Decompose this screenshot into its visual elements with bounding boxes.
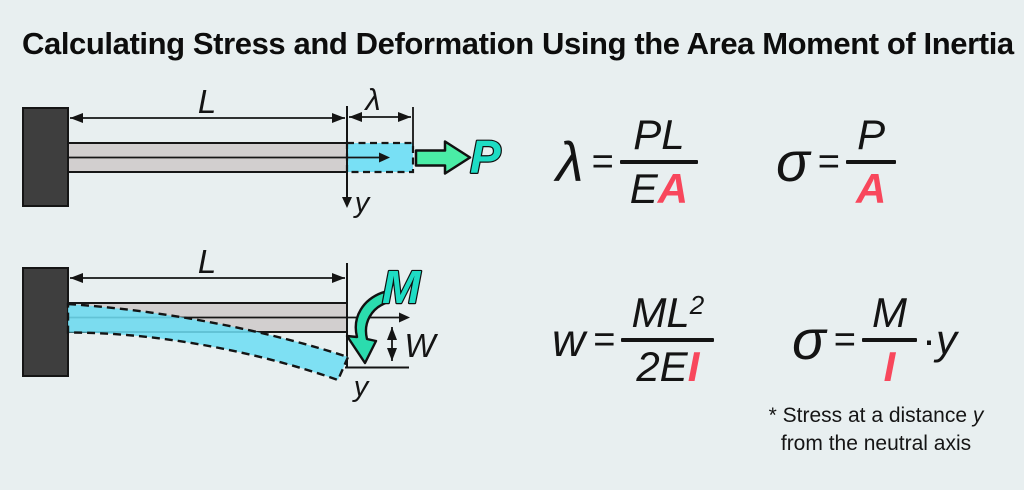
formula-axial-stress: σ = P A bbox=[776, 102, 897, 222]
inertia-highlight: I bbox=[687, 343, 700, 390]
neutral-axis-arrowhead bbox=[379, 152, 390, 163]
numerator: P bbox=[857, 110, 886, 158]
fraction-bar bbox=[621, 338, 715, 342]
footnote-line-2: from the neutral axis bbox=[780, 431, 972, 455]
deflection-label: W bbox=[404, 327, 438, 364]
numerator: ML2 bbox=[631, 288, 705, 336]
footnote: * Stress at a distance y from the neutra… bbox=[748, 402, 1004, 458]
length-label: L bbox=[198, 83, 216, 120]
page-title: Calculating Stress and Deformation Using… bbox=[22, 26, 1014, 61]
y-axis-label: y bbox=[353, 187, 371, 219]
footnote-line-1: * Stress at a distance y bbox=[768, 404, 984, 427]
equals-sign: = bbox=[591, 141, 614, 183]
axial-beam-diagram: L λ y P bbox=[22, 82, 502, 219]
equals-sign: = bbox=[833, 319, 856, 361]
neutral-axis-arrowhead bbox=[399, 312, 410, 323]
elongation-label: λ bbox=[363, 82, 380, 117]
moment-label: M bbox=[382, 261, 422, 313]
footnote-y-var: y bbox=[972, 404, 984, 427]
length-label: L bbox=[198, 243, 216, 280]
force-label: P bbox=[470, 131, 501, 183]
inertia-highlight: I bbox=[883, 343, 896, 390]
fraction-bar bbox=[845, 160, 897, 164]
fraction: P A bbox=[845, 110, 897, 212]
area-highlight: A bbox=[657, 165, 689, 212]
y-axis-label: y bbox=[352, 371, 370, 403]
lambda-symbol: λ bbox=[556, 130, 584, 193]
fixed-wall bbox=[22, 267, 69, 377]
numerator: M bbox=[871, 288, 907, 336]
fraction: ML2 2EI bbox=[621, 288, 715, 390]
formula-elongation: λ = PL EA bbox=[556, 102, 699, 222]
denominator: 2EI bbox=[636, 343, 700, 390]
area-highlight: A bbox=[855, 165, 887, 212]
bending-beam-diagram: L M W y bbox=[22, 243, 438, 403]
fixed-wall bbox=[22, 107, 69, 207]
fraction-bar bbox=[861, 338, 917, 342]
w-symbol: w bbox=[552, 314, 586, 366]
sigma-symbol: σ bbox=[776, 130, 810, 193]
numerator: PL bbox=[633, 110, 685, 158]
fraction-bar bbox=[619, 160, 699, 164]
times-y: ·y bbox=[921, 316, 957, 363]
equals-sign: = bbox=[593, 319, 616, 361]
formula-deflection: w = ML2 2EI bbox=[552, 280, 715, 400]
sigma-symbol: σ bbox=[792, 308, 826, 371]
moment-arrow bbox=[345, 290, 390, 365]
fraction: M I bbox=[861, 288, 917, 390]
equals-sign: = bbox=[817, 141, 840, 183]
formula-bending-stress: σ = M I ·y bbox=[792, 280, 957, 400]
force-arrow bbox=[414, 140, 472, 175]
denominator: EA bbox=[629, 165, 689, 212]
exponent: 2 bbox=[689, 289, 705, 320]
deflected-beam bbox=[66, 302, 350, 382]
fraction: PL EA bbox=[619, 110, 699, 212]
y-axis-arrowhead bbox=[342, 197, 352, 208]
